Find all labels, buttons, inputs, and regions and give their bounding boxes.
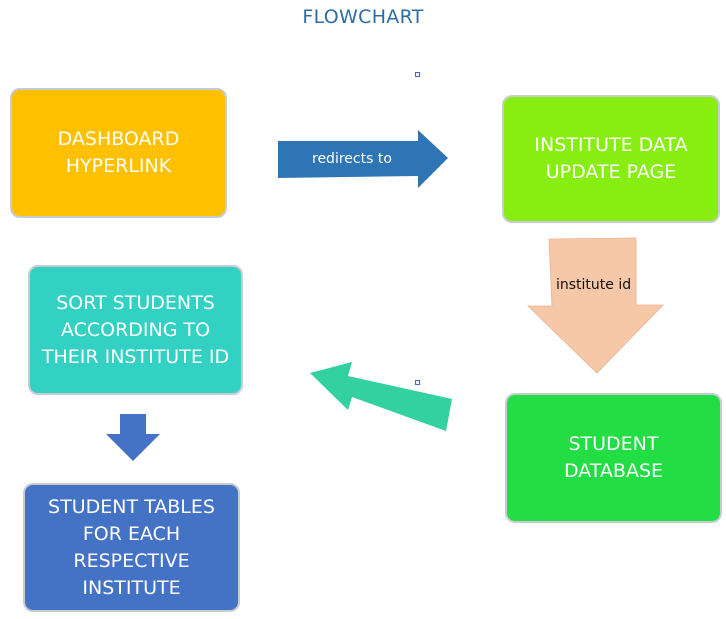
selection-handle bbox=[415, 72, 420, 77]
sort-students-label: SORT STUDENTS ACCORDING TO THEIR INSTITU… bbox=[41, 291, 230, 368]
redirects-arrow[interactable]: redirects to bbox=[278, 130, 448, 188]
institute-update-label: INSTITUTE DATA UPDATE PAGE bbox=[534, 134, 688, 183]
dashboard-hyperlink-label: DASHBOARD HYPERLINK bbox=[57, 128, 180, 177]
sort-to-tables-arrow[interactable] bbox=[106, 414, 160, 461]
student-tables-label: STUDENT TABLES FOR EACH RESPECTIVE INSTI… bbox=[48, 495, 215, 599]
page-title: FLOWCHART bbox=[302, 6, 424, 28]
student-tables-box[interactable]: STUDENT TABLES FOR EACH RESPECTIVE INSTI… bbox=[23, 483, 240, 612]
institute-update-box[interactable]: INSTITUTE DATA UPDATE PAGE bbox=[502, 95, 720, 223]
sort-students-box[interactable]: SORT STUDENTS ACCORDING TO THEIR INSTITU… bbox=[28, 265, 243, 395]
institute-id-arrow[interactable]: institute id bbox=[527, 237, 664, 374]
student-database-box[interactable]: STUDENT DATABASE bbox=[505, 393, 722, 523]
institute-id-arrow-label: institute id bbox=[556, 277, 631, 293]
database-to-sort-arrow[interactable] bbox=[310, 362, 452, 431]
redirects-arrow-label: redirects to bbox=[312, 151, 392, 167]
student-database-label: STUDENT DATABASE bbox=[563, 433, 664, 482]
selection-handle bbox=[415, 380, 420, 385]
dashboard-hyperlink-box[interactable]: DASHBOARD HYPERLINK bbox=[10, 88, 227, 218]
